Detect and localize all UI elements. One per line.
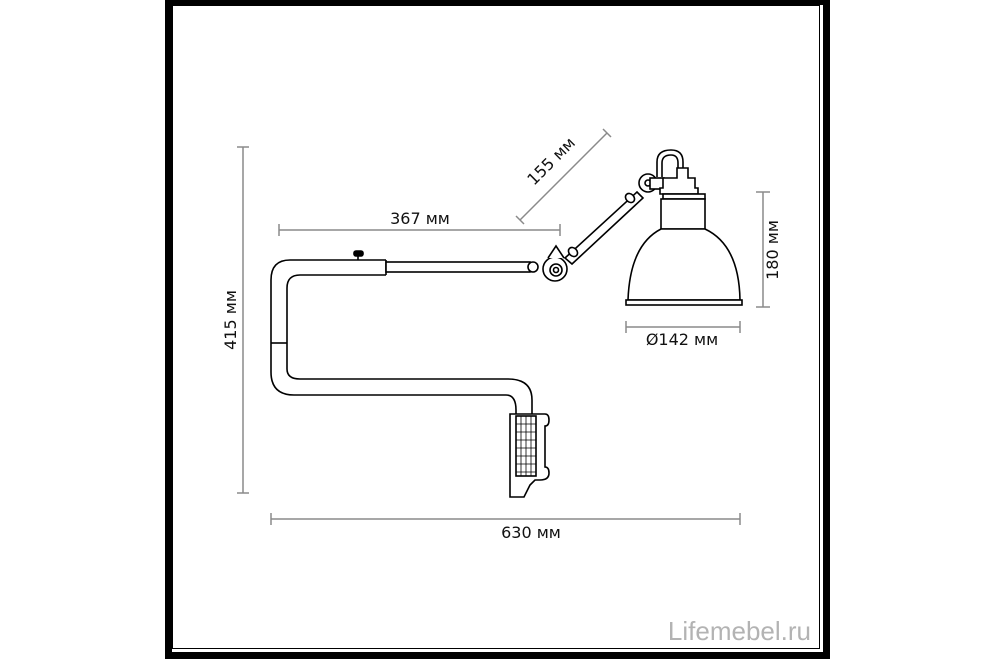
dim-shade-diameter: Ø142 мм <box>646 330 718 349</box>
dim-total-height: 415 мм <box>221 290 240 350</box>
dim-arm-length: 367 мм <box>390 209 450 228</box>
dim-total-width: 630 мм <box>501 523 561 542</box>
inner-frame <box>172 5 820 649</box>
dimension-lines <box>237 128 770 525</box>
lamp-body <box>270 149 743 498</box>
clamp-grid <box>516 416 536 476</box>
dim-upper-arm-length: 155 мм <box>523 133 579 189</box>
outer-frame <box>165 0 830 659</box>
dim-shade-height: 180 мм <box>763 220 782 280</box>
watermark: Lifemebel.ru <box>667 616 811 646</box>
